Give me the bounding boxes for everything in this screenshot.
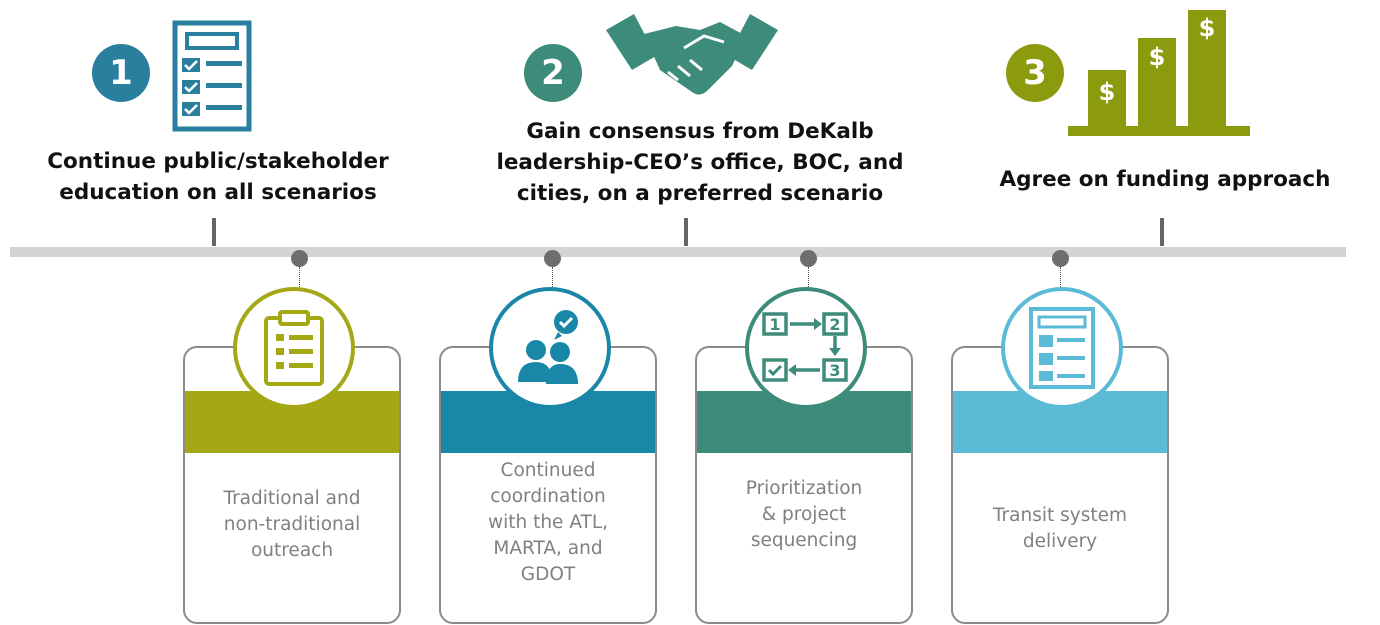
milestone-3-badge: 3 [1006,44,1064,102]
timeline-dot [291,250,308,267]
step-icon-circle [1001,287,1123,409]
dollar-sign-3: $ [1199,14,1216,42]
milestone-1-title: Continue public/stakeholder education on… [47,149,389,205]
step-card-text: Traditional and non-traditional outreach [223,488,361,561]
sequence-icon: 1 2 3 [762,312,848,382]
checklist-icon [172,20,252,132]
step-card-delivery: Transit system delivery [951,346,1169,624]
timeline-dot [800,250,817,267]
document-icon [1029,307,1095,389]
milestone-1-badge: 1 [92,44,150,102]
step-icon-circle: 1 2 3 [745,287,867,409]
people-chat-icon [518,310,578,384]
milestone-3-title: Agree on funding approach [999,167,1331,192]
milestone-1-tick [212,218,216,246]
sequence-label-2: 2 [829,315,840,334]
step-icon-circle [233,287,355,409]
step-card-text: Continued coordination with the ATL, MAR… [487,460,609,585]
milestone-2-title: Gain consensus from DeKalb leadership-CE… [496,119,904,206]
dollar-sign-2: $ [1149,43,1166,71]
funding-bars-icon: $ $ $ [1068,10,1250,136]
milestone-3-number: 3 [1023,53,1047,93]
milestone-1-number: 1 [109,53,133,93]
step-icon-circle [489,287,611,409]
clipboard-icon [264,310,324,386]
step-card-text: Prioritization & project sequencing [745,478,863,551]
timeline-bar [10,247,1346,257]
timeline-dot [1052,250,1069,267]
handshake-icon [606,14,778,95]
step-card-text: Transit system delivery [992,505,1128,552]
milestone-2-tick [684,218,688,246]
sequence-label-1: 1 [769,315,780,334]
sequence-label-3: 3 [829,361,840,380]
milestone-2-number: 2 [541,53,565,93]
step-card-coordination: Continued coordination with the ATL, MAR… [439,346,657,624]
milestone-3-tick [1160,218,1164,246]
dollar-sign-1: $ [1099,78,1116,106]
timeline-dot [544,250,561,267]
milestone-2-badge: 2 [524,44,582,102]
